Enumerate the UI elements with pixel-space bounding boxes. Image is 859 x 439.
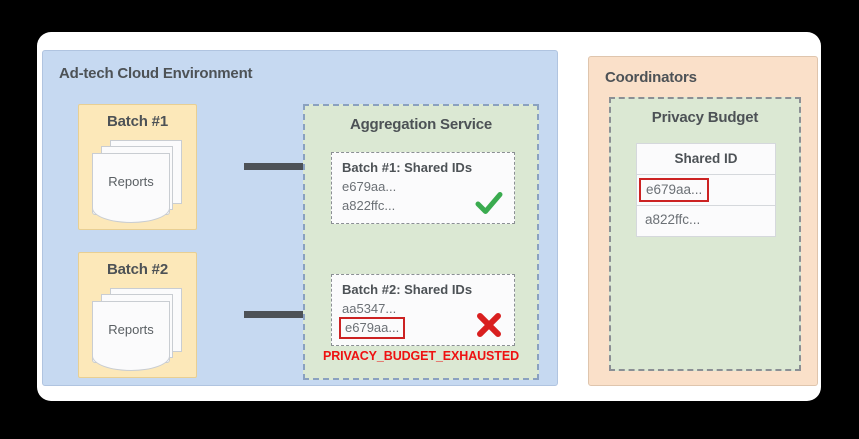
coordinators-panel-title: Coordinators — [605, 69, 697, 86]
adtech-cloud-environment-panel: Ad-tech Cloud Environment Batch #1 Repor… — [42, 50, 558, 386]
page-curl-decoration — [92, 356, 170, 371]
batch-2-flagged-shared-id: e679aa... — [339, 317, 406, 339]
arrow-shaft — [244, 163, 304, 170]
shared-id-value: a822ffc... — [645, 212, 701, 227]
batch-2-shared-ids-title: Batch #2: Shared IDs — [342, 282, 473, 297]
report-page-front: Reports — [92, 153, 170, 223]
batch-1-shared-ids-title: Batch #1: Shared IDs — [342, 160, 473, 175]
batch-1-shared-ids-card: Batch #1: Shared IDs e679aa... a822ffc..… — [331, 152, 515, 224]
page-curl-decoration — [92, 208, 170, 223]
aggregation-service-panel: Aggregation Service Batch #1: Shared IDs… — [303, 104, 539, 380]
arrow-shaft — [244, 311, 304, 318]
batch-2-box: Batch #2 Reports — [78, 252, 197, 378]
table-header-shared-id: Shared ID — [637, 144, 775, 175]
table-row: e679aa... — [637, 175, 775, 206]
batch-1-shared-id-1: e679aa... — [342, 179, 397, 194]
aggregation-service-title: Aggregation Service — [349, 116, 493, 133]
shared-id-value-flagged: e679aa... — [639, 178, 710, 202]
check-icon — [475, 192, 503, 214]
batch-2-shared-id-1: aa5347... — [342, 301, 397, 316]
privacy-budget-table: Shared ID e679aa... a822ffc... — [636, 143, 776, 237]
batch-2-label: Batch #2 — [107, 261, 168, 278]
x-icon — [477, 313, 501, 337]
batch-1-box: Batch #1 Reports — [78, 104, 197, 230]
batch-2-reports-stack: Reports — [92, 288, 184, 371]
batch-1-shared-id-2: a822ffc... — [342, 198, 396, 213]
diagram-canvas: Ad-tech Cloud Environment Batch #1 Repor… — [37, 32, 821, 401]
table-row: a822ffc... — [637, 206, 775, 236]
batch-1-reports-stack: Reports — [92, 140, 184, 223]
batch-2-reports-label: Reports — [108, 322, 154, 337]
batch-1-reports-label: Reports — [108, 174, 154, 189]
coordinators-panel: Coordinators Privacy Budget Shared ID e6… — [588, 56, 818, 386]
batch-1-label: Batch #1 — [107, 113, 168, 130]
adtech-panel-title: Ad-tech Cloud Environment — [59, 65, 253, 82]
report-page-front: Reports — [92, 301, 170, 371]
privacy-budget-title: Privacy Budget — [651, 109, 759, 126]
batch-2-shared-ids-card: Batch #2: Shared IDs aa5347... e679aa... — [331, 274, 515, 346]
privacy-budget-panel: Privacy Budget Shared ID e679aa... a822f… — [609, 97, 801, 371]
privacy-budget-error-message: PRIVACY_BUDGET_EXHAUSTED — [322, 349, 519, 363]
